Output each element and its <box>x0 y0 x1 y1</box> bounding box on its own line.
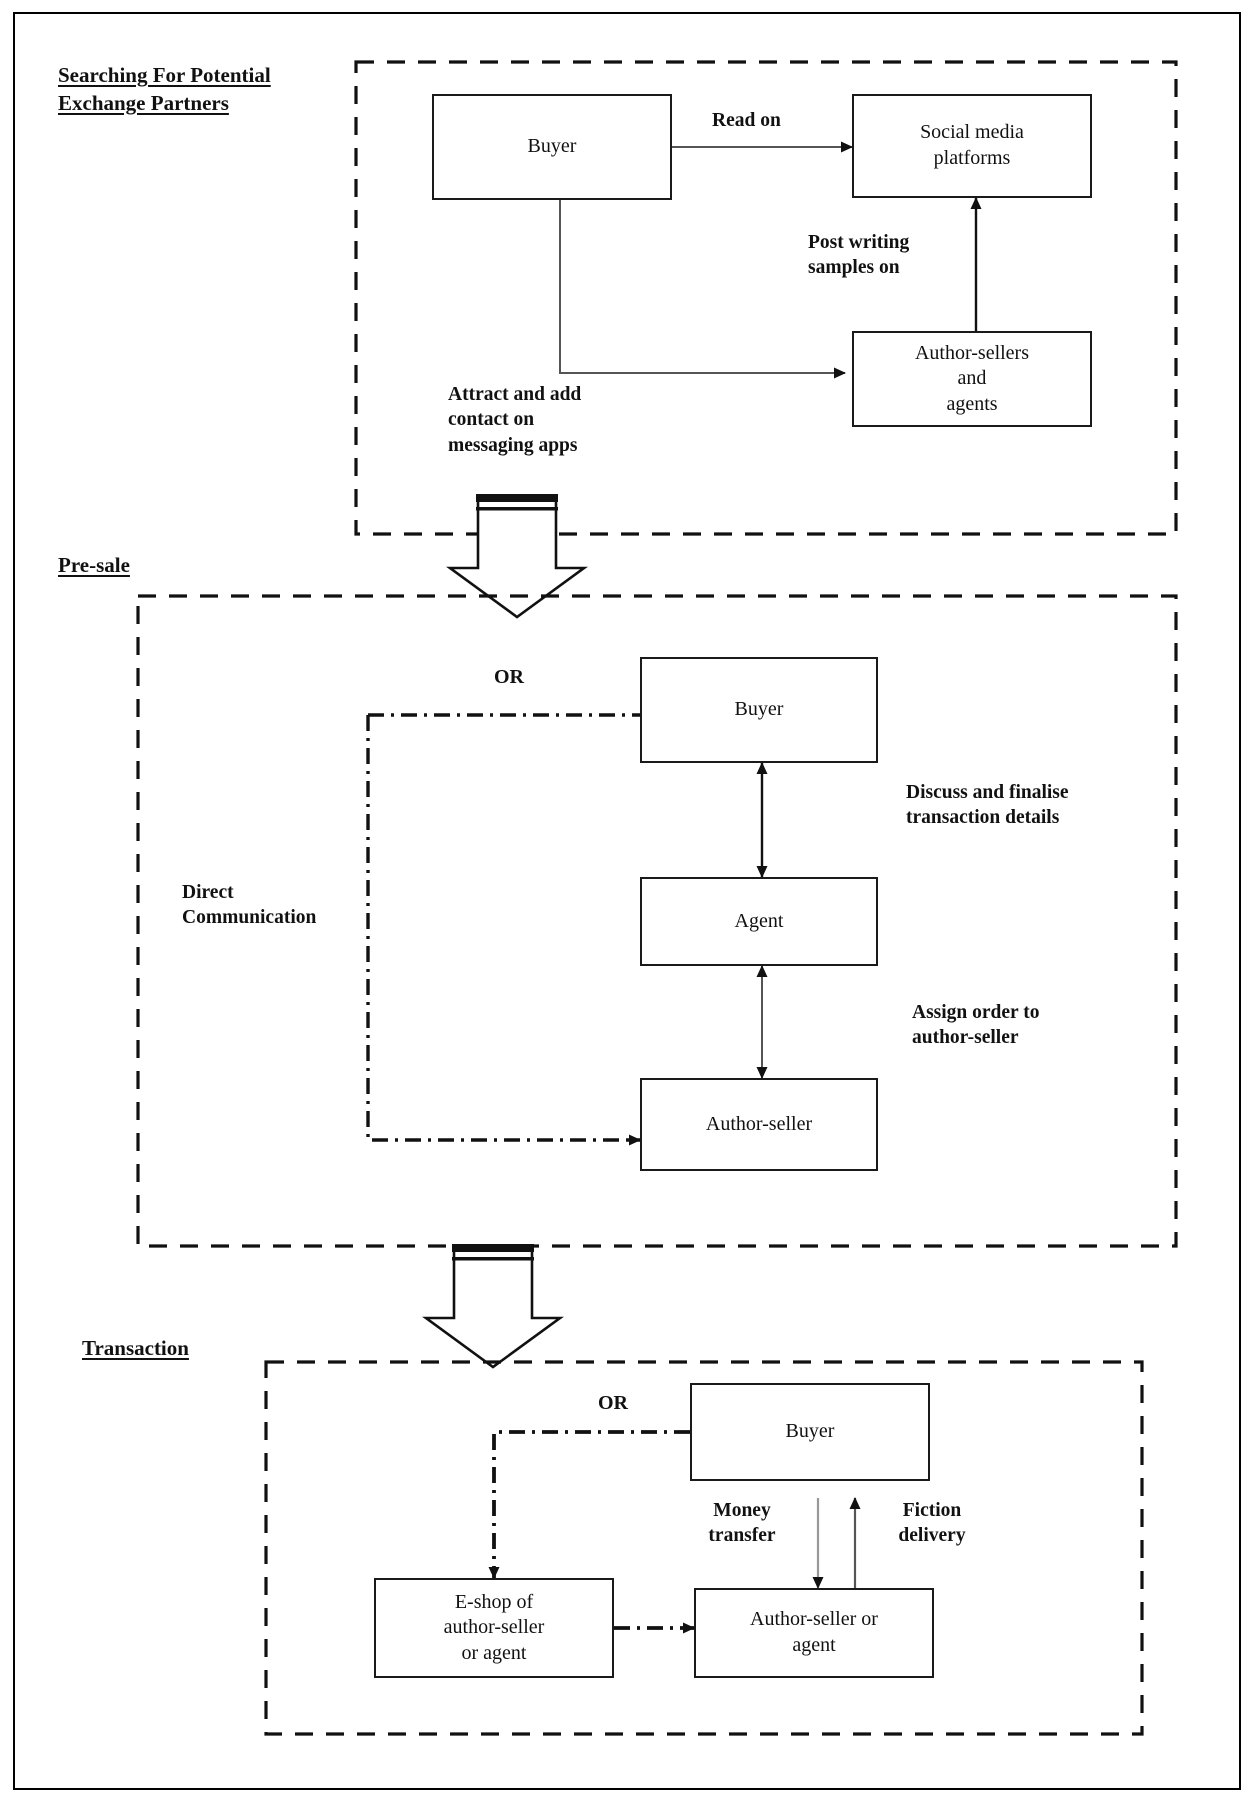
group-label-direct-communication: Direct Communication <box>182 882 317 929</box>
edge-label-post-writing: Post writing samples on <box>808 232 910 279</box>
stage-title-transaction: Transaction <box>82 1336 189 1360</box>
edge-label-discuss: Discuss and finalise transaction details <box>906 782 1069 829</box>
edge-label-assign: Assign order to author-seller <box>912 1002 1040 1049</box>
edge-label-read-on: Read on <box>712 110 781 131</box>
node-buyer-presale[interactable]: Buyer <box>640 657 878 763</box>
edge-label-attract-add: Attract and add contact on messaging app… <box>448 384 582 456</box>
edge-label-money-transfer: Money transfer <box>708 1500 776 1547</box>
stage-title-searching: Searching For Potential Exchange Partner… <box>58 63 271 115</box>
node-buyer-searching[interactable]: Buyer <box>432 94 672 200</box>
node-social-media-platforms[interactable]: Social media platforms <box>852 94 1092 198</box>
or-label-transaction: OR <box>598 1392 628 1414</box>
node-author-seller-or-agent[interactable]: Author-seller or agent <box>694 1588 934 1678</box>
or-label-presale: OR <box>494 666 524 688</box>
node-author-seller-presale[interactable]: Author-seller <box>640 1078 878 1171</box>
node-buyer-transaction[interactable]: Buyer <box>690 1383 930 1481</box>
node-eshop[interactable]: E-shop of author-seller or agent <box>374 1578 614 1678</box>
edge-label-fiction-delivery: Fiction delivery <box>898 1500 966 1547</box>
node-agent[interactable]: Agent <box>640 877 878 966</box>
node-author-sellers-and-agents[interactable]: Author-sellers and agents <box>852 331 1092 427</box>
page-border <box>13 12 1241 1790</box>
stage-title-presale: Pre-sale <box>58 553 130 577</box>
